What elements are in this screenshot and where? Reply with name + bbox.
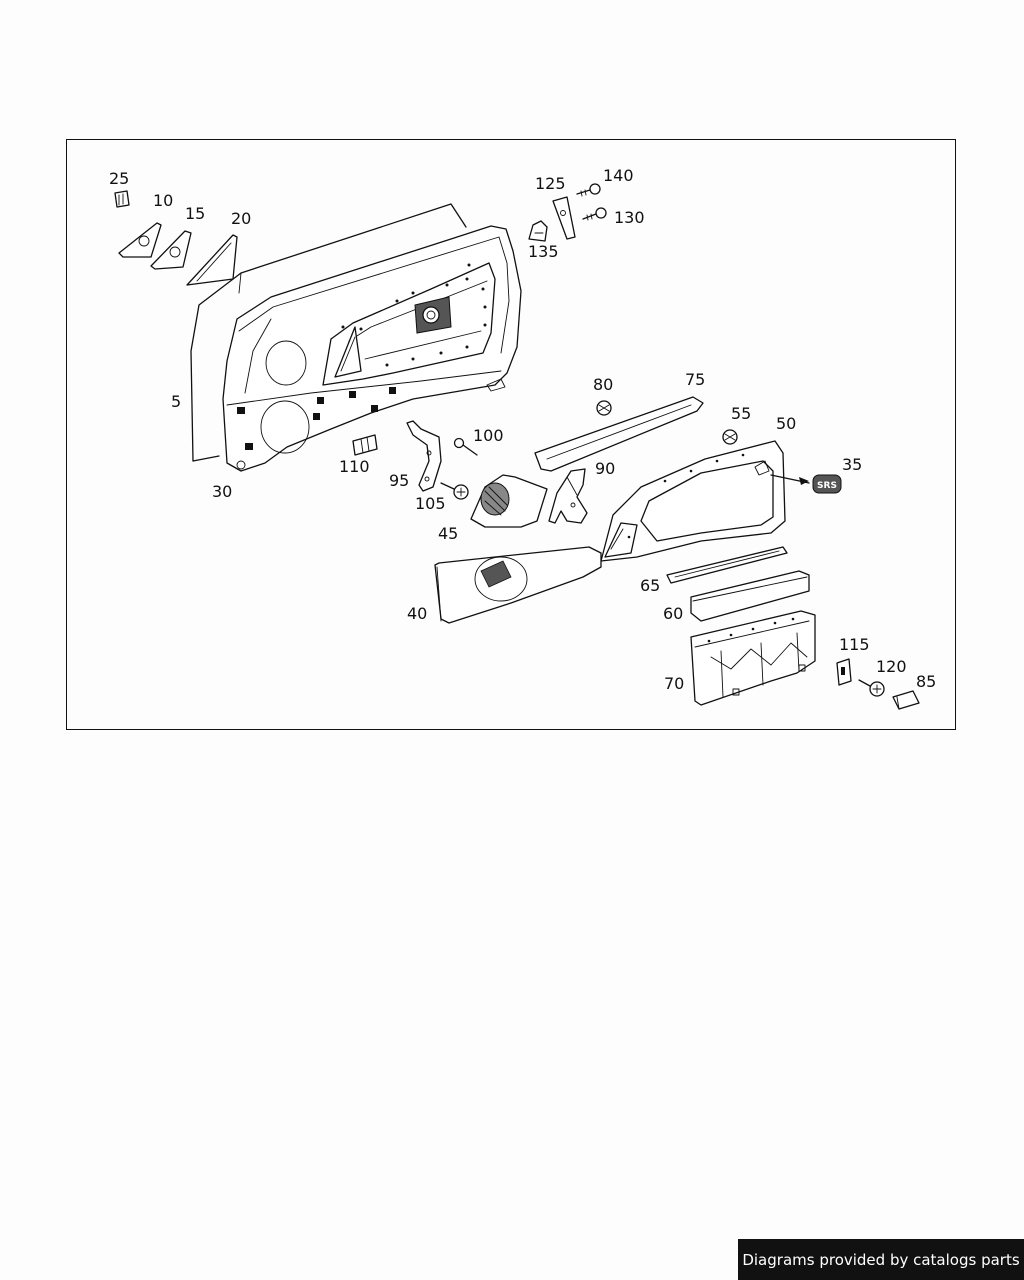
callout-45: 45 <box>438 524 458 543</box>
mirror-cover-part <box>118 222 162 258</box>
strip-part <box>666 546 788 584</box>
lower-panel-part <box>434 546 602 624</box>
screw-part <box>858 679 885 697</box>
clip-part <box>836 658 852 686</box>
callout-65: 65 <box>640 576 660 595</box>
speaker-grille-part <box>470 474 548 528</box>
bracket-part <box>406 420 442 492</box>
callout-70: 70 <box>664 674 684 693</box>
callout-95: 95 <box>389 471 409 490</box>
srs-badge-text: SRS <box>817 481 837 491</box>
callout-15: 15 <box>185 204 205 223</box>
armrest-cover-part <box>690 570 810 622</box>
callout-55: 55 <box>731 404 751 423</box>
callout-50: 50 <box>776 414 796 433</box>
screw-cover-part <box>722 429 738 445</box>
callout-85: 85 <box>916 672 936 691</box>
callout-140: 140 <box>603 166 634 185</box>
callout-135: 135 <box>528 242 559 261</box>
door-panel-part <box>222 225 522 472</box>
mirror-cover-inner-part <box>150 230 192 270</box>
callout-35: 35 <box>842 455 862 474</box>
callout-90: 90 <box>595 459 615 478</box>
clip-part <box>114 190 130 208</box>
callout-20: 20 <box>231 209 251 228</box>
callout-5: 5 <box>171 392 181 411</box>
push-clip-part <box>528 220 548 242</box>
callout-80: 80 <box>593 375 613 394</box>
trim-strip-part <box>534 396 704 472</box>
screw-part <box>576 183 601 197</box>
moisture-barrier-part <box>190 203 467 462</box>
clip-part <box>352 434 378 456</box>
callout-115: 115 <box>839 635 870 654</box>
exploded-parts-diagram: SRS <box>109 166 936 710</box>
callout-125: 125 <box>535 174 566 193</box>
door-pocket-part <box>690 610 816 706</box>
callout-110: 110 <box>339 457 370 476</box>
callout-40: 40 <box>407 604 427 623</box>
callout-100: 100 <box>473 426 504 445</box>
corner-trim-part <box>186 234 238 286</box>
rivet-part <box>453 437 478 456</box>
callout-130: 130 <box>614 208 645 227</box>
screw-cover-part <box>596 400 612 416</box>
callout-120: 120 <box>876 657 907 676</box>
callout-labels: 25 10 15 20 5 30 125 140 130 135 80 75 5… <box>109 166 936 693</box>
srs-badge-part: SRS <box>770 474 842 494</box>
diagram-credit-text: Diagrams provided by catalogs parts <box>742 1250 1020 1269</box>
callout-25: 25 <box>109 169 129 188</box>
screw-part <box>582 207 607 221</box>
bracket-part <box>552 196 576 240</box>
callout-10: 10 <box>153 191 173 210</box>
cap-part <box>892 690 920 710</box>
callout-75: 75 <box>685 370 705 389</box>
callout-30: 30 <box>212 482 232 501</box>
screw-part <box>440 482 469 500</box>
parts-diagram-frame: SRS <box>66 139 956 730</box>
callout-60: 60 <box>663 604 683 623</box>
lever-bracket-part <box>548 468 588 524</box>
callout-105: 105 <box>415 494 446 513</box>
upper-trim-frame-part <box>600 440 786 562</box>
diagram-credit-banner: Diagrams provided by catalogs parts <box>738 1239 1024 1280</box>
